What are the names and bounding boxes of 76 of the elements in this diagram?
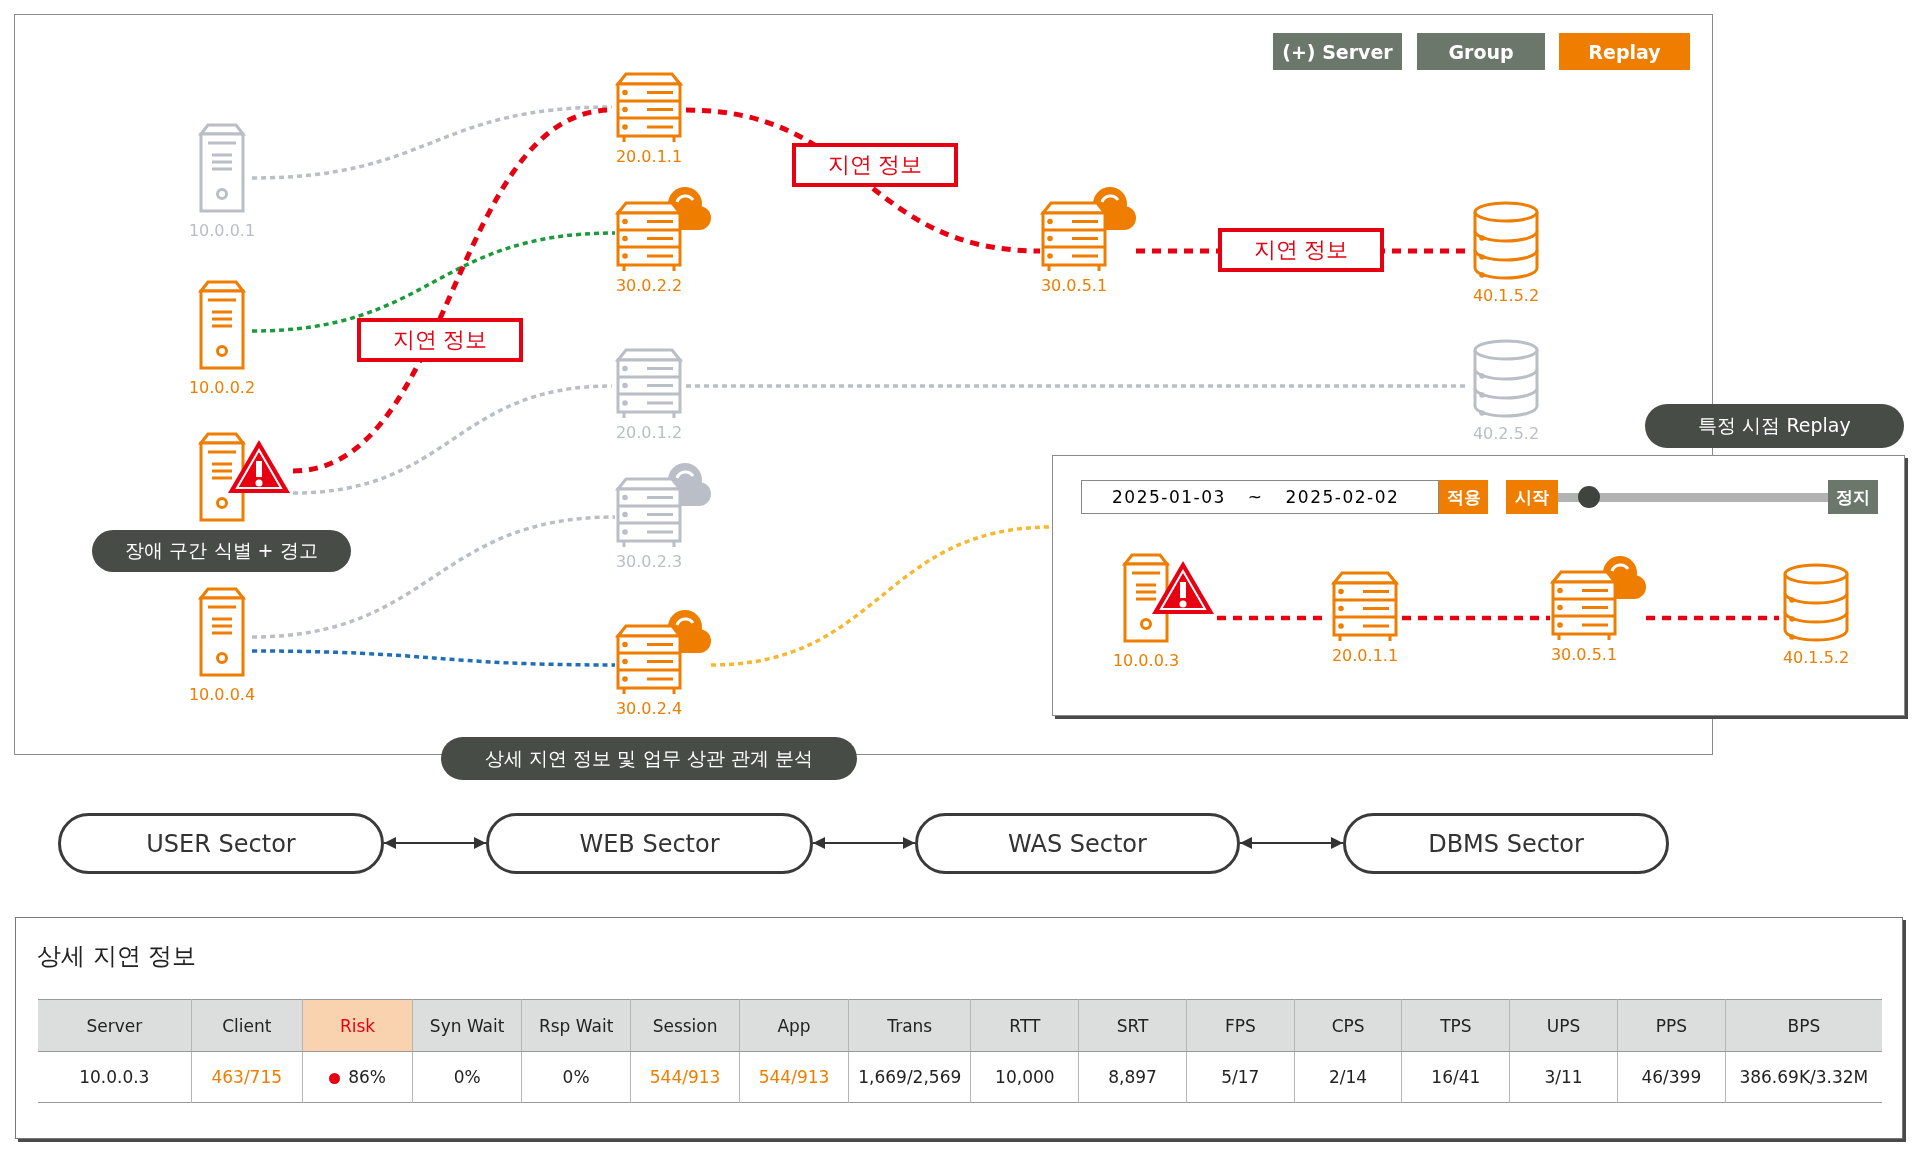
dashed-link — [251, 105, 613, 180]
table-value: 463/715 — [191, 1051, 303, 1103]
ip-label: 20.0.1.2 — [615, 423, 683, 442]
apply-button: 적용 — [1439, 480, 1488, 514]
edge-label: 지연 정보 — [1218, 228, 1384, 272]
dashed-link — [251, 515, 616, 639]
column-header: Session — [630, 999, 740, 1052]
ip-label: 40.1.5.2 — [1782, 648, 1850, 667]
edge-label: 지연 정보 — [357, 318, 523, 362]
ip-label: 10.0.0.2 — [188, 378, 256, 397]
dashed-link — [251, 231, 616, 333]
column-header: RTT — [970, 999, 1079, 1052]
table-value: 10.0.0.3 — [38, 1051, 192, 1103]
caption-badge: 상세 지연 정보 및 업무 상관 관계 분석 — [441, 737, 857, 780]
column-header: BPS — [1725, 999, 1882, 1052]
table-value: 8,897 — [1078, 1051, 1187, 1103]
dashed-link — [292, 384, 613, 495]
column-header: CPS — [1294, 999, 1402, 1052]
double-arrow — [812, 837, 916, 849]
caption-badge: 장애 구간 식별 + 경고 — [92, 530, 351, 572]
ip-label: 30.0.2.2 — [615, 276, 683, 295]
table-value: 1,669/2,569 — [848, 1051, 971, 1103]
table-value: 0% — [412, 1051, 522, 1103]
double-arrow — [383, 837, 487, 849]
dashed-link — [1646, 615, 1779, 621]
table-value: 86% — [348, 1067, 386, 1087]
ip-label: 30.0.2.3 — [615, 552, 683, 571]
sector-pill: WAS Sector — [915, 813, 1240, 874]
table-value: 16/41 — [1401, 1051, 1510, 1103]
table-value: 3/11 — [1509, 1051, 1618, 1103]
dashed-link — [252, 649, 615, 667]
start-button: 시작 — [1506, 480, 1558, 514]
table-value: 0% — [521, 1051, 631, 1103]
column-header: SRT — [1078, 999, 1187, 1052]
ip-label: 20.0.1.1 — [615, 147, 683, 166]
column-header: Risk — [302, 999, 413, 1052]
table-value: 2/14 — [1294, 1051, 1402, 1103]
add-server-button: (+) Server — [1273, 33, 1402, 70]
ip-label: 10.0.0.4 — [188, 685, 256, 704]
stop-button: 정지 — [1828, 480, 1878, 514]
double-arrow — [1239, 837, 1344, 849]
column-header: UPS — [1509, 999, 1618, 1052]
column-header: Rsp Wait — [521, 999, 631, 1052]
column-header: Trans — [848, 999, 971, 1052]
ip-label: 10.0.0.1 — [188, 221, 256, 240]
table-value: 46/399 — [1617, 1051, 1726, 1103]
ip-label: 20.0.1.1 — [1331, 646, 1399, 665]
ip-label: 10.0.0.3 — [1112, 651, 1180, 670]
dashed-link — [1402, 615, 1550, 621]
column-header: Syn Wait — [412, 999, 522, 1052]
ip-label: 40.2.5.2 — [1472, 424, 1540, 443]
column-header: Client — [191, 999, 303, 1052]
ip-label: 40.1.5.2 — [1472, 286, 1540, 305]
replay-button: Replay — [1559, 33, 1690, 70]
column-header: TPS — [1401, 999, 1510, 1052]
date-range-field: 2025-01-03 ~ 2025-02-02 — [1081, 480, 1439, 514]
sector-pill: DBMS Sector — [1343, 813, 1669, 874]
sector-pill: USER Sector — [58, 813, 384, 874]
table-value: 544/913 — [630, 1051, 740, 1103]
column-header: App — [739, 999, 849, 1052]
table-value: 10,000 — [970, 1051, 1079, 1103]
ip-label: 30.0.2.4 — [615, 699, 683, 718]
edge-label: 지연 정보 — [792, 143, 958, 187]
table-value: 5/17 — [1186, 1051, 1295, 1103]
table-value: 386.69K/3.32M — [1725, 1051, 1882, 1103]
column-header: FPS — [1186, 999, 1295, 1052]
table-value: 544/913 — [739, 1051, 849, 1103]
caption-badge: 특정 시점 Replay — [1645, 404, 1904, 448]
ip-label: 30.0.5.1 — [1550, 645, 1618, 664]
replay-panel — [1052, 455, 1905, 716]
column-header: PPS — [1617, 999, 1726, 1052]
table-title: 상세 지연 정보 — [37, 941, 197, 972]
column-header: Server — [38, 999, 192, 1052]
ip-label: 30.0.5.1 — [1040, 276, 1108, 295]
sector-pill: WEB Sector — [486, 813, 813, 874]
group-button: Group — [1417, 33, 1545, 70]
